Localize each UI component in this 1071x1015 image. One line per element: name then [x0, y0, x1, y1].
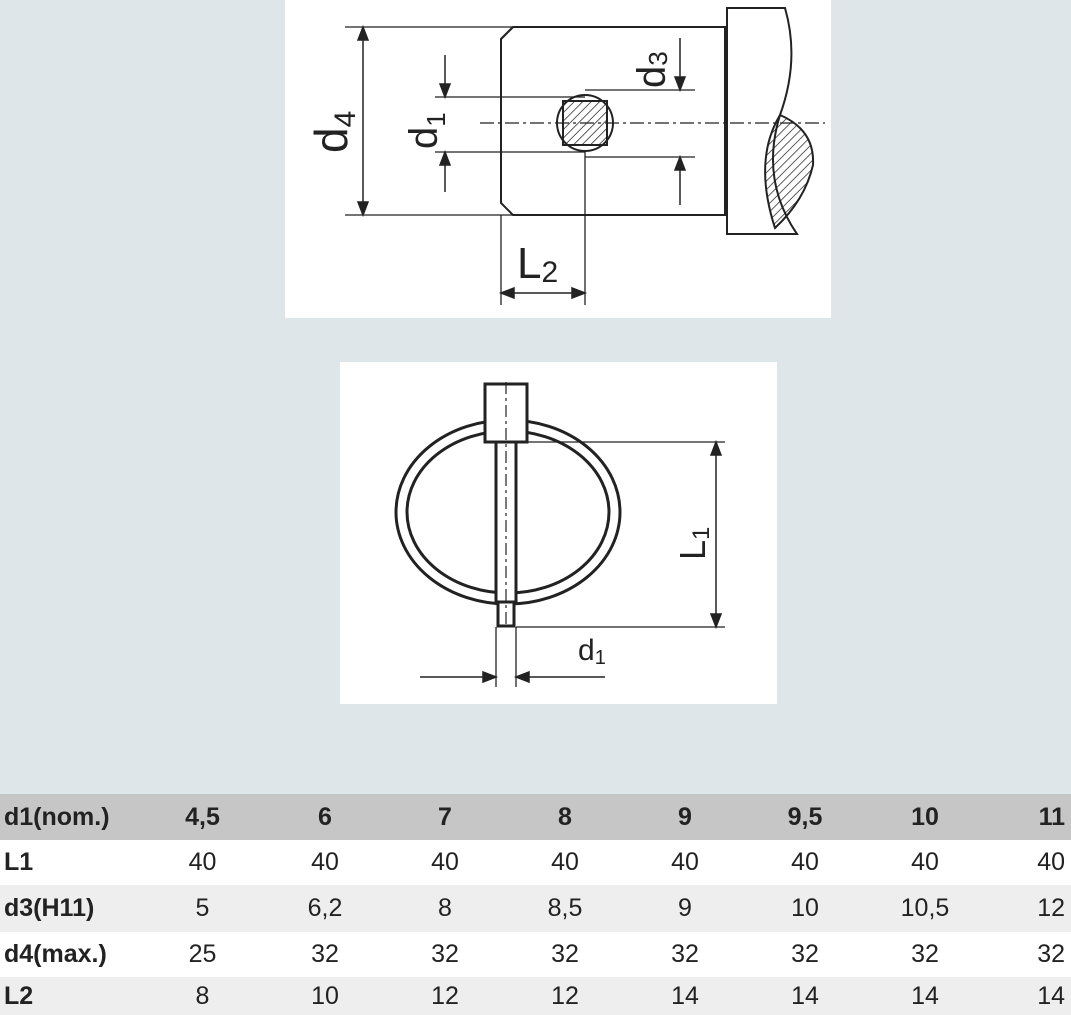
table-cell: 12 [985, 885, 1071, 932]
table-cell: 6,2 [265, 885, 385, 932]
table-cell: 8 [140, 977, 265, 1015]
table-cell: 32 [505, 932, 625, 977]
dimension-arrows [356, 24, 687, 300]
extension-lines [345, 26, 695, 305]
svg-text:L1: L1 [672, 527, 715, 560]
linch-pin-svg: L1 d1 [394, 382, 725, 687]
table-cell: 32 [385, 932, 505, 977]
row-label: d4(max.) [0, 932, 140, 977]
table-cell: 10 [265, 977, 385, 1015]
table-cell: 9,5 [745, 794, 865, 840]
table-cell: 14 [865, 977, 985, 1015]
table-cell: 25 [140, 932, 265, 977]
table-cell: 12 [505, 977, 625, 1015]
table-cell: 10 [865, 794, 985, 840]
svg-text:d3: d3 [630, 51, 674, 88]
table-cell: 32 [865, 932, 985, 977]
linch-pin-drawing: L1 d1 [340, 362, 777, 704]
svg-text:d4: d4 [305, 111, 362, 153]
table-cell: 11 [985, 794, 1071, 840]
table-cell: 32 [625, 932, 745, 977]
table-cell: 40 [505, 840, 625, 885]
row-label: d1(nom.) [0, 794, 140, 840]
table-cell: 40 [745, 840, 865, 885]
pin-drawing-svg: d4 d1 d3 L2 [305, 7, 825, 305]
row-label: L1 [0, 840, 140, 885]
table-cell: 32 [265, 932, 385, 977]
table-cell: 7 [385, 794, 505, 840]
dim-label-d3: d3 [630, 51, 674, 88]
table-cell: 5 [140, 885, 265, 932]
table-cell: 40 [265, 840, 385, 885]
table-cell: 32 [985, 932, 1071, 977]
table-cell: 40 [385, 840, 505, 885]
extension-lines-mid [495, 441, 725, 687]
table-cell: 10,5 [865, 885, 985, 932]
table-cell: 14 [625, 977, 745, 1015]
table-cell: 32 [745, 932, 865, 977]
row-label: L2 [0, 977, 140, 1015]
table-cell: 40 [625, 840, 745, 885]
table-cell: 8 [505, 794, 625, 840]
table-cell: 40 [865, 840, 985, 885]
table-cell: 14 [985, 977, 1071, 1015]
table-cell: 6 [265, 794, 385, 840]
dim-label-L2: L2 [517, 239, 558, 289]
table-cell: 10 [745, 885, 865, 932]
dim-label-d1-mid: d1 [578, 634, 606, 669]
svg-text:d1: d1 [402, 112, 451, 149]
table-cell: 40 [985, 840, 1071, 885]
table-cell: 8,5 [505, 885, 625, 932]
table-cell: 4,5 [140, 794, 265, 840]
row-label: d3(H11) [0, 885, 140, 932]
dim-label-L1: L1 [672, 527, 715, 560]
table-cell: 40 [140, 840, 265, 885]
table-cell: 8 [385, 885, 505, 932]
table-cell: 14 [745, 977, 865, 1015]
dim-label-d4: d4 [305, 111, 362, 153]
pin-head [726, 7, 815, 235]
dim-label-d1: d1 [402, 112, 451, 149]
table-cell: 12 [385, 977, 505, 1015]
table-cell: 9 [625, 885, 745, 932]
dimension-arrows-mid [420, 439, 723, 684]
pin-dimension-drawing: d4 d1 d3 L2 [285, 0, 831, 318]
table-cell: 9 [625, 794, 745, 840]
